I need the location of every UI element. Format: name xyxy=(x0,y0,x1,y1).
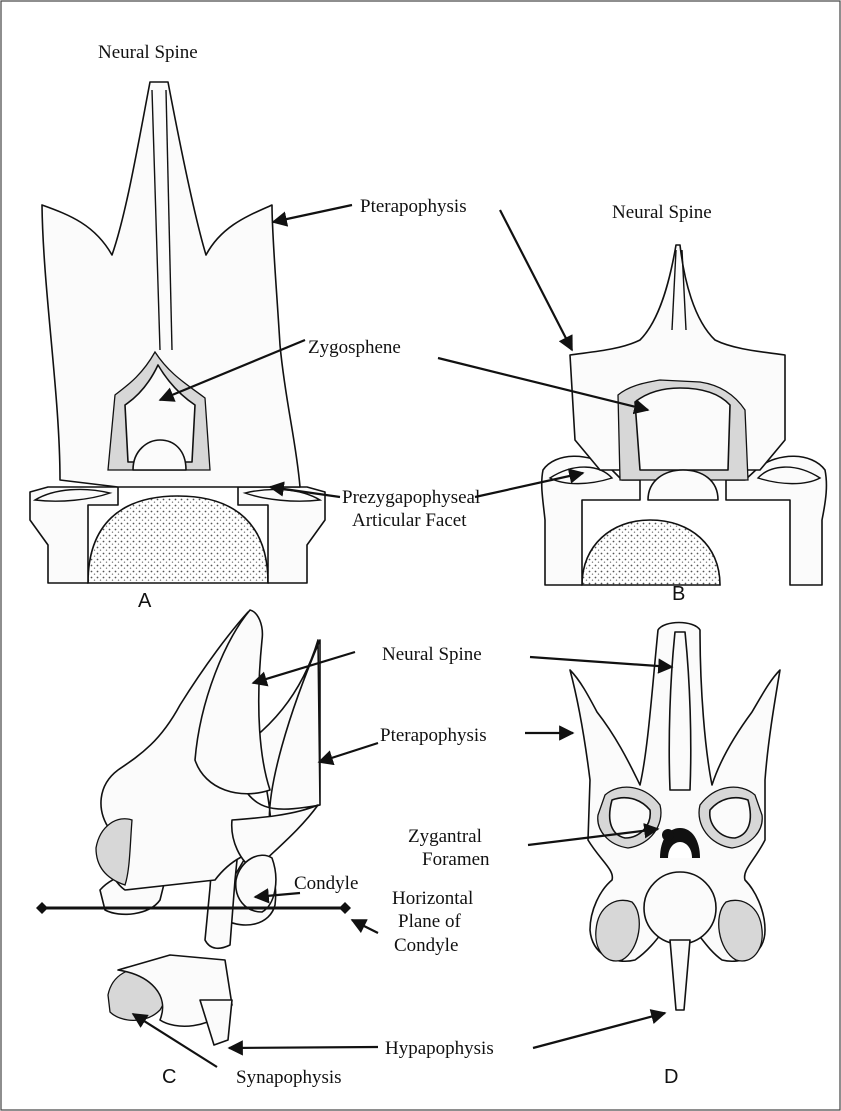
panel-label-b: B xyxy=(672,583,685,605)
label-horizontal-line2: Plane of xyxy=(398,911,461,932)
label-zygantral-line2: Foramen xyxy=(422,849,490,870)
vertebra-b-drawing xyxy=(542,245,827,585)
label-prezygapophyseal-line1: Prezygapophyseal xyxy=(342,487,480,508)
label-prezygapophyseal-line2: Articular Facet xyxy=(352,510,467,531)
label-zygantral-line1: Zygantral xyxy=(408,826,482,847)
label-synapophysis: Synapophysis xyxy=(236,1067,342,1088)
label-horizontal-line1: Horizontal xyxy=(392,888,473,909)
label-zygosphene: Zygosphene xyxy=(308,337,401,358)
vertebra-d-drawing xyxy=(570,623,780,1011)
label-horizontal-line3: Condyle xyxy=(394,935,458,956)
panel-label-a: A xyxy=(138,590,152,612)
zygantral-foramen-dot xyxy=(662,829,674,841)
label-hypapophysis: Hypapophysis xyxy=(385,1038,494,1059)
label-pterapophysis-bottom: Pterapophysis xyxy=(380,725,487,746)
condyle-ball xyxy=(644,872,716,944)
label-pterapophysis-top: Pterapophysis xyxy=(360,196,467,217)
label-neural-spine-b: Neural Spine xyxy=(612,202,712,223)
label-neural-spine-a: Neural Spine xyxy=(98,42,198,63)
panel-label-c: C xyxy=(162,1066,176,1088)
label-neural-spine-c: Neural Spine xyxy=(382,644,482,665)
label-condyle: Condyle xyxy=(294,873,358,894)
panel-label-d: D xyxy=(664,1066,678,1088)
vertebra-c-drawing xyxy=(36,610,351,1045)
vertebra-a-drawing xyxy=(30,82,325,583)
